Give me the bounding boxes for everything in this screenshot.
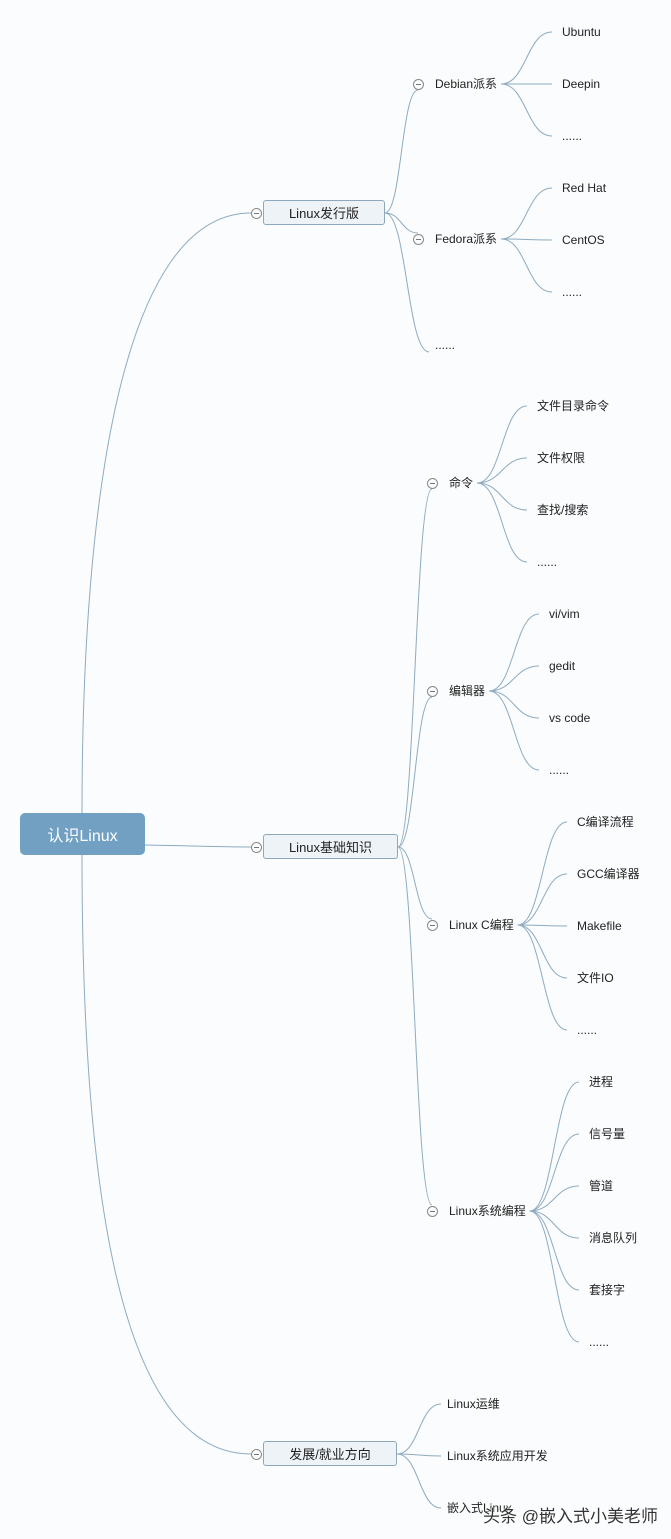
subtopic-0-2[interactable]: ...... — [435, 338, 456, 352]
connector — [397, 696, 433, 848]
connector — [488, 613, 540, 692]
watermark: 头条 @嵌入式小美老师 — [483, 1507, 658, 1526]
leaf-1-3-0[interactable]: 进程 — [589, 1075, 614, 1089]
subtopic-1-2[interactable]: Linux C编程 — [449, 918, 514, 932]
leaf-1-1-3[interactable]: ...... — [549, 763, 570, 777]
connector — [476, 482, 528, 563]
connector — [397, 846, 433, 1206]
leaf-0-1-0[interactable]: Red Hat — [562, 181, 607, 195]
connector — [501, 238, 553, 293]
collapse-toggle-0-0[interactable] — [413, 79, 424, 90]
connector — [396, 1453, 442, 1457]
branch-node-1[interactable]: Linux基础知识 — [263, 834, 398, 859]
connector — [397, 488, 433, 848]
connector — [477, 457, 528, 484]
subtopic-1-0[interactable]: 命令 — [449, 476, 474, 490]
connector — [397, 846, 433, 920]
leaf-0-0-0[interactable]: Ubuntu — [562, 25, 601, 39]
collapse-toggle-1-1[interactable] — [427, 686, 438, 697]
leaf-1-0-0[interactable]: 文件目录命令 — [537, 399, 610, 413]
leaf-1-2-1[interactable]: GCC编译器 — [577, 867, 640, 881]
collapse-toggle-1-2[interactable] — [427, 920, 438, 931]
subtopic-2-1[interactable]: Linux系统应用开发 — [447, 1449, 548, 1463]
connector — [396, 1453, 442, 1509]
connector — [489, 690, 540, 719]
collapse-toggle-1-3[interactable] — [427, 1206, 438, 1217]
leaf-0-0-2[interactable]: ...... — [562, 129, 583, 143]
leaf-1-2-3[interactable]: 文件IO — [577, 971, 614, 985]
branch-node-2[interactable]: 发展/就业方向 — [263, 1441, 397, 1466]
leaf-0-0-1[interactable]: Deepin — [562, 77, 601, 91]
connector — [501, 83, 553, 137]
leaf-1-2-0[interactable]: C编译流程 — [577, 815, 634, 829]
connector — [529, 1185, 580, 1212]
subtopic-2-0[interactable]: Linux运维 — [447, 1397, 500, 1411]
collapse-toggle-1[interactable] — [251, 842, 262, 853]
root-node[interactable]: 认识Linux — [20, 813, 145, 855]
subtopic-0-1[interactable]: Fedora派系 — [435, 232, 498, 246]
connector — [501, 31, 553, 85]
connector — [517, 873, 568, 926]
connector — [517, 924, 568, 1031]
connector — [384, 89, 419, 214]
leaf-1-3-4[interactable]: 套接字 — [589, 1283, 626, 1297]
collapse-toggle-2[interactable] — [251, 1449, 262, 1460]
leaf-1-2-2[interactable]: Makefile — [577, 919, 622, 933]
connector — [477, 482, 528, 511]
connector — [489, 665, 540, 692]
connector — [396, 1403, 442, 1455]
connector — [529, 1210, 580, 1239]
leaf-1-3-1[interactable]: 信号量 — [589, 1127, 626, 1141]
connector — [529, 1081, 580, 1212]
subtopic-2-2[interactable]: 嵌入式Linux — [447, 1501, 512, 1515]
connector — [517, 924, 568, 979]
leaf-0-1-2[interactable]: ...... — [562, 285, 583, 299]
collapse-toggle-0-1[interactable] — [413, 234, 424, 245]
subtopic-1-1[interactable]: 编辑器 — [449, 684, 486, 698]
branch-node-0[interactable]: Linux发行版 — [263, 200, 385, 225]
connector — [384, 212, 419, 234]
connector — [384, 212, 430, 353]
connector — [476, 405, 528, 484]
leaf-1-0-2[interactable]: 查找/搜索 — [537, 503, 589, 517]
connector — [501, 238, 553, 241]
connector — [501, 187, 553, 240]
collapse-toggle-1-0[interactable] — [427, 478, 438, 489]
leaf-1-2-4[interactable]: ...... — [577, 1023, 598, 1037]
connector — [81, 854, 252, 1455]
collapse-toggle-0[interactable] — [251, 208, 262, 219]
connector — [144, 844, 252, 848]
leaf-1-0-3[interactable]: ...... — [537, 555, 558, 569]
leaf-1-1-0[interactable]: vi/vim — [549, 607, 580, 621]
connector — [81, 212, 252, 814]
leaf-1-1-2[interactable]: vs code — [549, 711, 591, 725]
leaf-1-3-5[interactable]: ...... — [589, 1335, 610, 1349]
connector — [517, 924, 568, 927]
connector — [517, 821, 568, 926]
subtopic-0-0[interactable]: Debian派系 — [435, 77, 498, 91]
leaf-1-1-1[interactable]: gedit — [549, 659, 576, 673]
subtopic-1-3[interactable]: Linux系统编程 — [449, 1204, 526, 1218]
leaf-1-3-2[interactable]: 管道 — [589, 1179, 614, 1193]
connector — [529, 1210, 580, 1343]
connector — [529, 1133, 580, 1212]
leaf-0-1-1[interactable]: CentOS — [562, 233, 605, 247]
leaf-1-0-1[interactable]: 文件权限 — [537, 451, 586, 465]
leaf-1-3-3[interactable]: 消息队列 — [589, 1231, 638, 1245]
connector — [529, 1210, 580, 1291]
connector — [488, 690, 540, 771]
